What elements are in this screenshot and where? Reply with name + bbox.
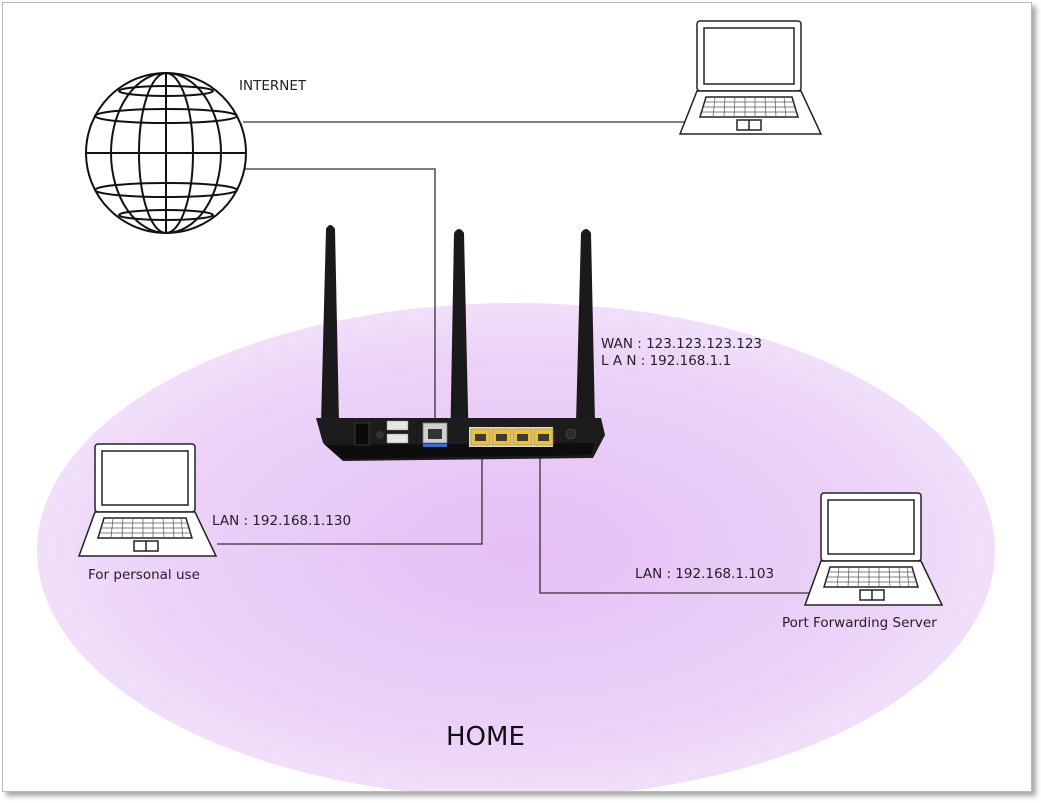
remote-laptop-icon [678, 20, 823, 135]
wireless-router-icon [316, 225, 605, 461]
router-lan-address: L A N : 192.168.1.1 [601, 353, 732, 369]
wan-port [422, 422, 448, 447]
diagram-frame: INTERNET WAN : 123.123.123.123 L A N : 1… [2, 2, 1032, 792]
personal-laptop-icon [77, 443, 218, 557]
personal-pc-caption: For personal use [88, 567, 200, 583]
internet-label: INTERNET [239, 78, 307, 94]
lan-ports [469, 427, 554, 447]
router-to-personal-pc-line [217, 440, 483, 545]
router-antennas [321, 225, 595, 455]
personal-pc-lan-address: LAN : 192.168.1.130 [212, 513, 352, 529]
usb-ports [386, 420, 409, 444]
connection-lines [217, 121, 811, 594]
server-lan-address: LAN : 192.168.1.103 [635, 566, 775, 582]
internet-globe-icon [85, 72, 247, 234]
internet-to-router-wan-line [239, 168, 436, 428]
home-label: HOME [446, 722, 525, 752]
server-laptop-icon [803, 492, 944, 606]
router-to-server-line [539, 440, 811, 594]
server-caption: Port Forwarding Server [782, 615, 937, 631]
network-diagram [77, 20, 944, 606]
router-wan-address: WAN : 123.123.123.123 [601, 336, 763, 352]
